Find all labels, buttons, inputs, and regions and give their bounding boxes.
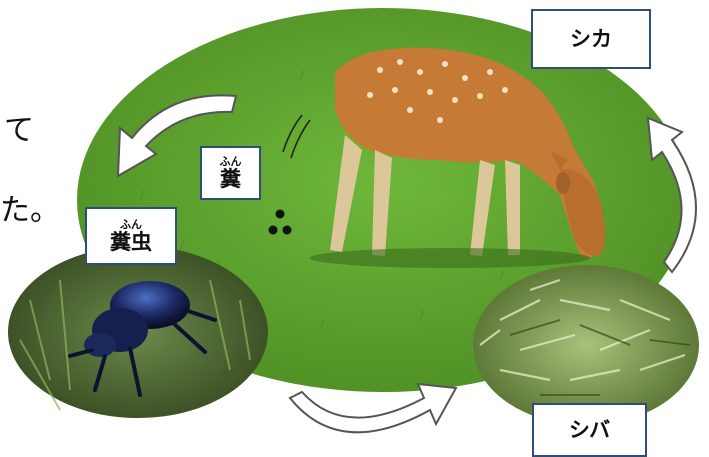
beetle-label: ふん 糞虫	[85, 207, 177, 265]
side-text-line2: た。	[0, 193, 60, 228]
dung-ruby: ふん	[219, 155, 242, 168]
deer	[310, 47, 605, 268]
deer-label-text: シカ	[570, 26, 612, 51]
beetle-photo	[8, 246, 268, 418]
dung-label-text: 糞	[220, 167, 241, 191]
cycle-arrow-icon	[116, 94, 697, 434]
grass-label: シバ	[532, 403, 647, 457]
beetle-label-text: 糞虫	[110, 230, 152, 254]
beetle-ruby: ふん	[120, 218, 142, 231]
dung-pellets	[268, 209, 292, 235]
dung-label: ふん 糞	[200, 146, 261, 200]
shiba-photo	[473, 265, 699, 425]
deer-label: シカ	[531, 9, 651, 69]
grass-label-text: シバ	[568, 417, 611, 442]
side-text-line1: て	[4, 113, 34, 148]
